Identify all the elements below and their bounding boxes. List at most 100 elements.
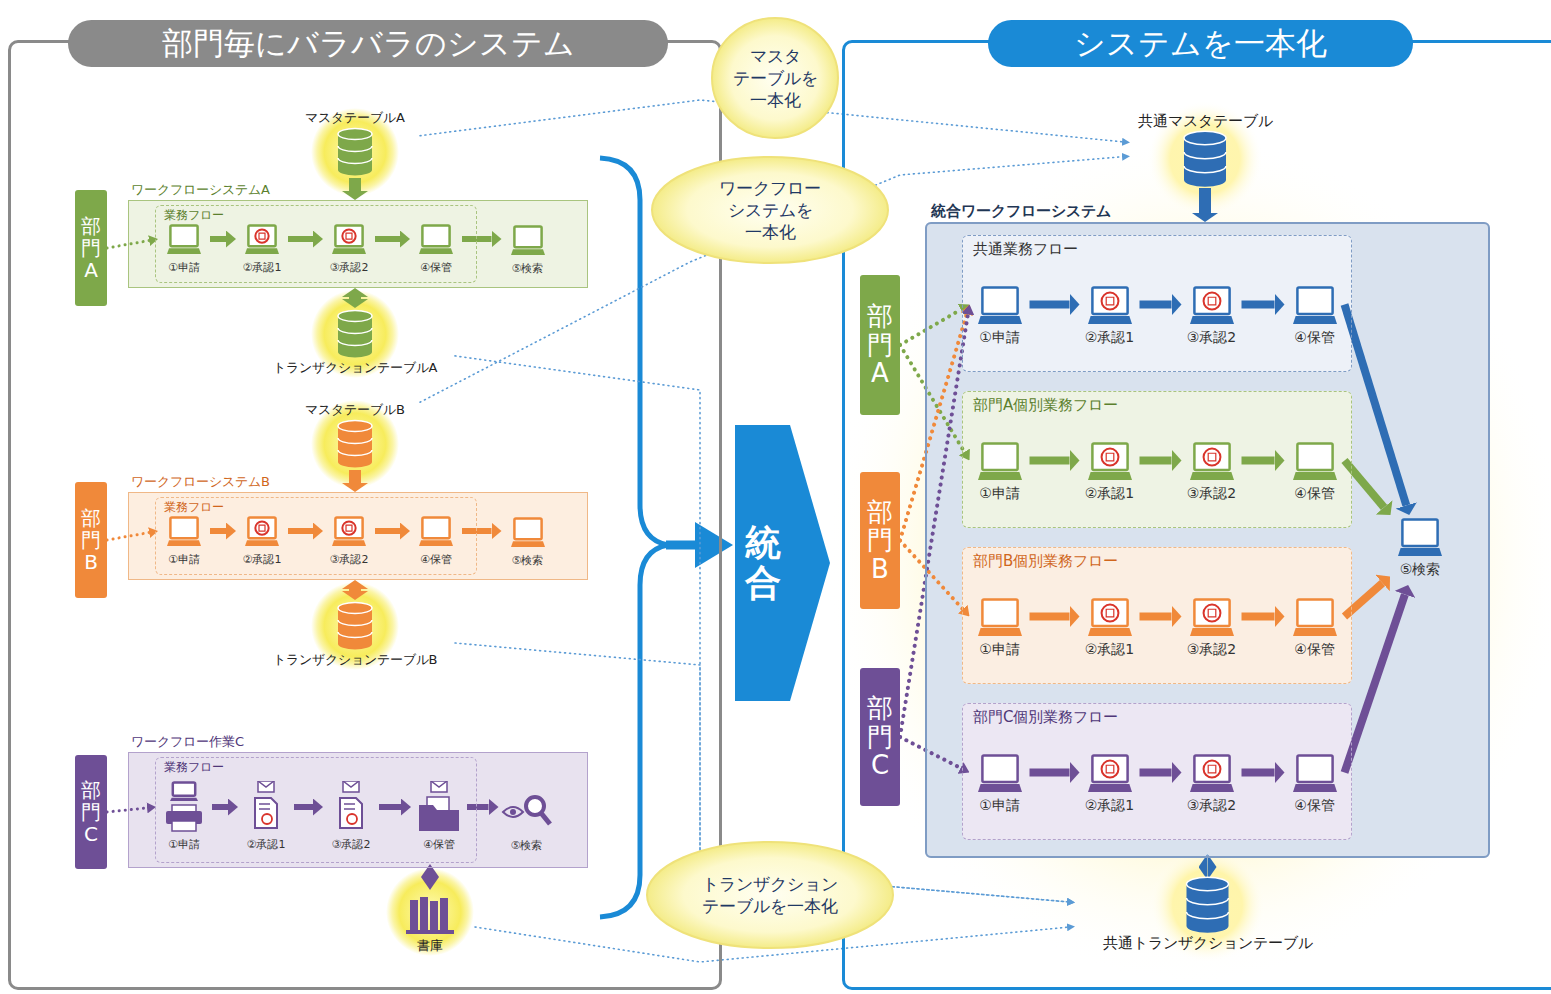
graphic-part	[332, 248, 366, 254]
graphic-part	[1208, 609, 1216, 617]
graphic-part	[338, 421, 372, 468]
step-icon	[974, 751, 1026, 795]
graphic-part	[1106, 765, 1114, 773]
callout-shape	[645, 840, 895, 950]
flow-step: ②承認1	[1080, 439, 1140, 503]
connector	[212, 804, 228, 810]
graphic-part	[1203, 604, 1220, 621]
merge-arrow: 統合	[735, 425, 830, 701]
graphic-part	[1088, 443, 1132, 480]
graphic-part	[541, 813, 550, 824]
connector	[379, 804, 401, 810]
connectors	[107, 100, 1406, 962]
connector	[210, 236, 226, 242]
connector	[1242, 301, 1275, 309]
graphic-part	[978, 599, 1022, 636]
graphic-part	[170, 226, 197, 247]
connector	[1030, 457, 1070, 465]
step-icon	[508, 223, 548, 257]
step-icon	[323, 781, 379, 833]
glow-disc	[386, 868, 474, 956]
graphic-part	[982, 755, 1017, 782]
flow-step: ①申請	[970, 595, 1030, 659]
node-label: 部門C	[81, 779, 101, 845]
graphic-part	[338, 608, 372, 649]
graphic-part	[419, 226, 453, 255]
step-icon	[974, 283, 1026, 327]
connector	[1345, 583, 1383, 616]
node-label: 書庫	[385, 938, 475, 954]
step-icon	[1289, 283, 1341, 327]
graphic-part	[338, 311, 372, 322]
graphic-part	[248, 226, 275, 247]
graphic-part	[1088, 316, 1132, 324]
box-fill	[128, 752, 588, 868]
graphic-part	[335, 226, 362, 247]
flow-step: ③承認2	[323, 222, 375, 274]
flow-step: ①申請	[156, 781, 212, 851]
step-icon	[1186, 439, 1238, 483]
graphic-part	[422, 226, 449, 247]
node-label: ①申請	[979, 797, 1020, 814]
node-label: ①申請	[168, 553, 200, 567]
graphic-part	[1088, 472, 1132, 480]
connector	[1242, 457, 1275, 465]
graphic-part	[1194, 443, 1229, 470]
graphic-part	[343, 781, 359, 787]
database-node: 共通トランザクションテーブル	[1075, 876, 1340, 952]
graphic-part	[511, 518, 545, 547]
callout-bubble: ワークフロー システムを 一本化	[650, 155, 890, 265]
node-label: ④保管	[1294, 485, 1335, 502]
node-label: ①申請	[168, 261, 200, 275]
node-label: ③承認2	[332, 838, 371, 852]
graphic-part	[259, 808, 270, 810]
graphic-part	[338, 158, 372, 163]
graphic-part	[259, 803, 270, 805]
node-label: ①申請	[979, 641, 1020, 658]
graphic-part	[978, 287, 1022, 324]
graphic-part	[1293, 784, 1337, 792]
node-label: 部門毎にバラバラのシステム	[68, 20, 668, 67]
step-icon	[329, 222, 369, 256]
connector	[1242, 613, 1275, 621]
archive-icon	[385, 886, 475, 938]
flow-step: ①申請	[970, 439, 1030, 503]
connector	[1140, 301, 1172, 309]
graphic-part	[511, 541, 545, 547]
graphic-part	[338, 129, 372, 176]
node-label: ③承認2	[1187, 797, 1236, 814]
graphic-part	[1092, 443, 1127, 470]
flow-step: ②承認1	[1080, 751, 1140, 815]
graphic-part	[1088, 628, 1132, 636]
node-label: 部門A	[867, 302, 893, 388]
flow-step: ②承認1	[1080, 283, 1140, 347]
node-label: ①申請	[979, 329, 1020, 346]
graphic-part	[338, 438, 372, 443]
graphic-part	[343, 781, 359, 792]
graphic-part	[342, 521, 355, 534]
node-label: 統合ワークフローシステム	[931, 202, 1492, 220]
connector	[210, 528, 226, 534]
graphic-part	[338, 146, 372, 151]
step-icon	[1394, 515, 1446, 559]
node-label: マスタテーブルB	[290, 402, 420, 418]
node-label: ③承認2	[1187, 485, 1236, 502]
node-label: トランザクションテーブルA	[255, 360, 455, 376]
graphic-part	[1190, 472, 1234, 480]
step-icon	[1289, 595, 1341, 639]
graphic-part	[1293, 316, 1337, 324]
graphic-part	[338, 603, 372, 614]
step-icon	[1084, 439, 1136, 483]
graphic-part	[1106, 609, 1114, 617]
graphic-part	[338, 620, 372, 625]
graphic-part	[332, 540, 366, 546]
graphic-part	[1293, 472, 1337, 480]
flow-step: ①申請	[970, 751, 1030, 815]
flow-step: ②承認1	[1080, 595, 1140, 659]
node-label: マスタテーブルA	[290, 110, 420, 126]
callout-bubble: マスタ テーブルを 一本化	[710, 16, 840, 140]
node-label: 共通トランザクションテーブル	[1075, 934, 1340, 952]
graphic-part	[173, 783, 195, 796]
graphic-part	[1088, 287, 1132, 324]
node-label: ①申請	[979, 485, 1020, 502]
